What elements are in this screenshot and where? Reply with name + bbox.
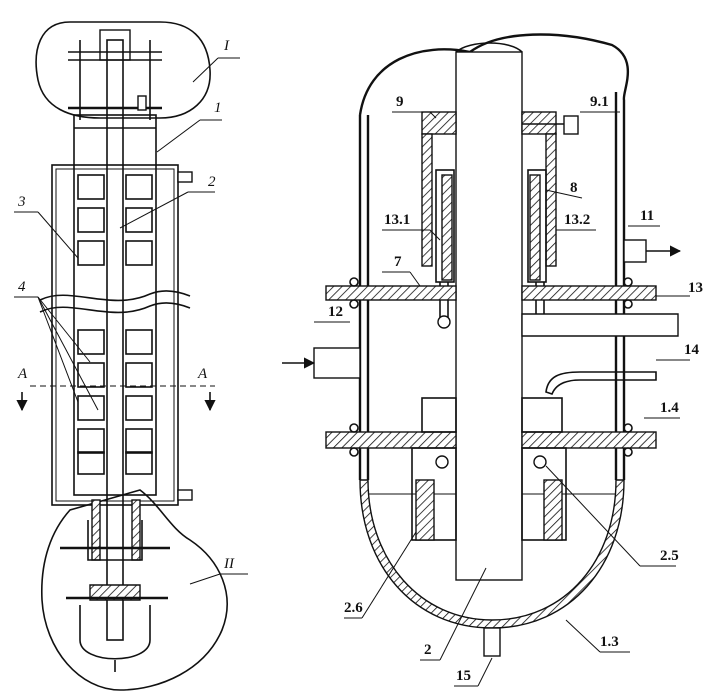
pipe-13: [521, 313, 679, 337]
callout-1-4: 1.4: [660, 400, 679, 416]
left-figure: I 1 2 3 4 A A II: [14, 21, 248, 691]
bottom-head: [359, 479, 625, 629]
callout-2-6: 2.6: [344, 600, 363, 616]
callout-8: 8: [570, 180, 578, 196]
detail-bubble-top: [35, 21, 211, 119]
callout-3: 3: [17, 194, 26, 210]
pipe-14: [545, 371, 657, 395]
callout-13-1: 13.1: [384, 212, 410, 228]
callout-1: 1: [214, 100, 222, 116]
flange-upper-right: [521, 285, 657, 301]
column-shell: [73, 114, 157, 496]
callout-12: 12: [328, 304, 343, 320]
callout-2-5: 2.5: [660, 548, 679, 564]
callout-4: 4: [18, 279, 26, 295]
vessel-shell: [358, 33, 630, 480]
detail-bubble-bottom: [41, 489, 228, 691]
callout-14: 14: [684, 342, 700, 358]
flange-lower-left: [325, 431, 457, 449]
callout-2: 2: [208, 174, 216, 190]
pipe-12: [313, 347, 361, 379]
section-mark-right: A: [197, 366, 208, 382]
callout-1-3: 1.3: [600, 634, 619, 650]
cap-left: [421, 111, 457, 135]
cells-right: [125, 174, 153, 475]
callout-9: 9: [396, 94, 404, 110]
right-figure: 9 9.1 8 11 13.1 13.2 7 13 12 14 1.4 2.5 …: [282, 33, 703, 687]
outer-jacket: [51, 164, 179, 506]
callout-13-2: 13.2: [564, 212, 590, 228]
callout-2-right: 2: [424, 642, 432, 658]
callout-9-1: 9.1: [590, 94, 609, 110]
callout-11: 11: [640, 208, 654, 224]
cap-right: [521, 111, 557, 135]
top-cap: [99, 29, 131, 61]
callout-15: 15: [456, 668, 471, 684]
section-mark-left: A: [17, 366, 28, 382]
central-tube: [106, 39, 124, 641]
outlet-15: [483, 627, 501, 657]
central-tube-right: [455, 51, 523, 581]
pipe-11: [623, 239, 647, 263]
callout-13: 13: [688, 280, 703, 296]
callout-detail-ii: II: [223, 556, 235, 572]
callout-detail-i: I: [223, 38, 230, 54]
cells-left: [77, 174, 105, 475]
flange-upper-left: [325, 285, 457, 301]
callout-7: 7: [394, 254, 402, 270]
flange-lower-right: [521, 431, 657, 449]
